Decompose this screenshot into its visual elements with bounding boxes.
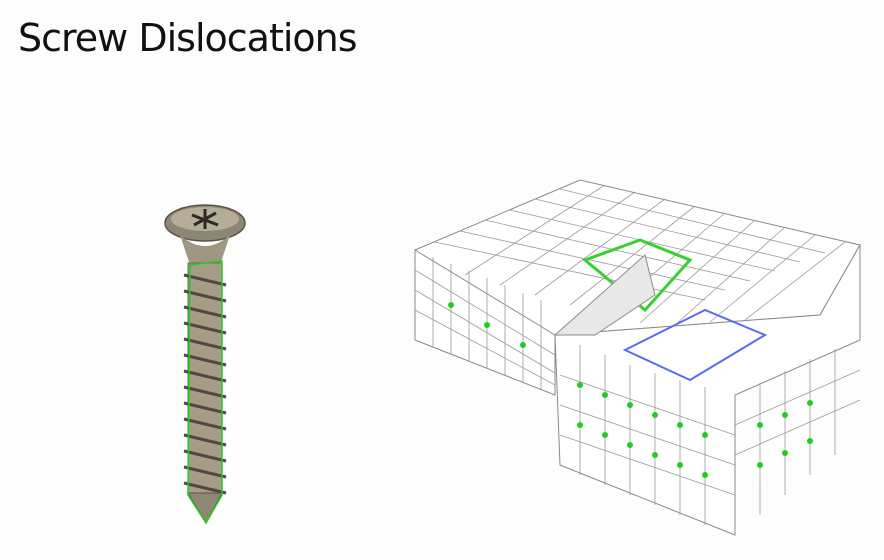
lattice-diagram	[414, 179, 861, 536]
slide-title: Screw Dislocations	[18, 16, 358, 60]
screw-image	[164, 204, 246, 525]
